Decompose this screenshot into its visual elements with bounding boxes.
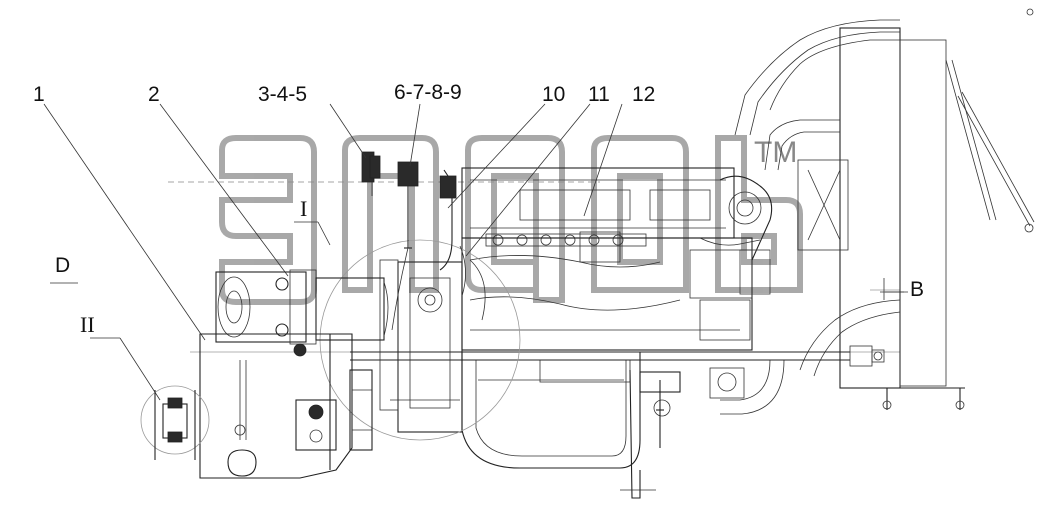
watermark-tm: TM bbox=[754, 136, 797, 169]
transmission-housing bbox=[199, 333, 373, 479]
callout-12: 12 bbox=[632, 83, 655, 106]
callout-10: 10 bbox=[542, 83, 565, 106]
callout-3-4-5: 3-4-5 bbox=[258, 83, 307, 106]
sensor-6-9 bbox=[391, 161, 419, 331]
detail-label-i: I bbox=[300, 196, 307, 221]
leader-lines bbox=[43, 103, 908, 401]
callout-1: 1 bbox=[33, 83, 45, 106]
radiator-assembly bbox=[720, 8, 1035, 415]
air-cleaner bbox=[215, 269, 389, 357]
view-label-d: D bbox=[55, 254, 70, 277]
callout-2: 2 bbox=[148, 83, 160, 106]
injector-rail bbox=[485, 233, 647, 247]
detail-ii-mount bbox=[140, 385, 210, 460]
view-label-b: B bbox=[910, 278, 924, 301]
callout-6-7-8-9: 6-7-8-9 bbox=[394, 81, 462, 104]
sensor-3-5 bbox=[361, 151, 381, 196]
hose-cluster bbox=[439, 169, 486, 321]
detail-label-ii: II bbox=[80, 312, 95, 337]
watermark-logo bbox=[219, 135, 803, 305]
callout-11: 11 bbox=[588, 83, 610, 106]
